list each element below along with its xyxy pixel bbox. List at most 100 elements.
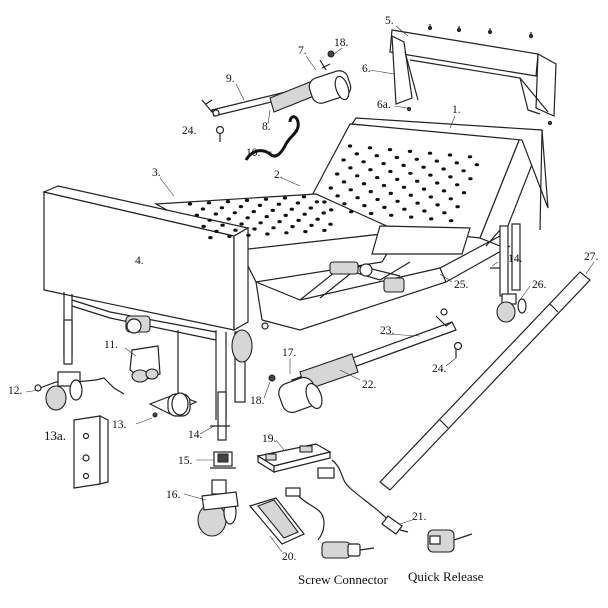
label-16: 16.: [166, 489, 181, 501]
deck-hole: [429, 217, 434, 221]
deck-hole: [434, 159, 439, 163]
deck-hole: [468, 177, 473, 181]
screw-connector: [321, 541, 375, 559]
deck-hole: [246, 233, 251, 237]
deck-hole: [407, 149, 413, 153]
deck-hole: [422, 209, 427, 213]
deck-hole: [354, 152, 359, 156]
extension-bar: [379, 271, 591, 491]
deck-hole: [349, 210, 354, 214]
deck-hole: [401, 185, 407, 189]
actuator-cable: [244, 115, 300, 161]
deck-hole: [427, 151, 433, 155]
deck-hole: [328, 186, 333, 190]
deck-hole: [342, 202, 347, 206]
deck-hole: [341, 180, 347, 184]
deck-hole: [368, 168, 373, 172]
label-13: 13.: [112, 419, 127, 431]
label-26: 26.: [532, 279, 547, 291]
label-8: 8.: [262, 121, 271, 133]
deck-hole: [225, 200, 231, 204]
deck-hole: [394, 155, 399, 160]
deck-hole: [375, 197, 380, 202]
deck-hole: [435, 181, 440, 185]
deck-hole: [448, 197, 453, 201]
part-labels: 5. 6. 6a. 1. 18. 7. 9. 8. 24. 10. 2. 3. …: [8, 15, 599, 563]
head-deck-holes: [322, 144, 479, 223]
label-11: 11.: [104, 339, 118, 351]
caption-screw-connector: Screw Connector: [298, 572, 389, 587]
foot-actuator-right: [268, 308, 463, 414]
label-19: 19.: [262, 433, 277, 445]
deck-hole: [219, 206, 225, 210]
deck-hole: [284, 231, 289, 235]
deck-hole: [322, 228, 327, 232]
quick-release-connector: [427, 529, 473, 553]
label-4: 4.: [135, 255, 144, 267]
label-3: 3.: [152, 167, 161, 179]
deck-hole: [226, 217, 231, 221]
label-13a: 13a.: [44, 428, 66, 443]
deck-hole: [206, 201, 212, 205]
deck-hole: [461, 191, 467, 195]
caster-clip: [210, 451, 236, 469]
label-17: 17.: [282, 347, 297, 359]
deck-hole: [455, 205, 460, 209]
hand-pendant: [248, 487, 325, 545]
label-27: 27.: [584, 251, 599, 263]
deck-hole: [321, 211, 326, 215]
corner-plate: [73, 415, 109, 489]
deck-hole: [408, 171, 413, 175]
deck-hole: [348, 166, 353, 170]
deck-hole: [232, 211, 237, 215]
deck-hole: [214, 229, 219, 233]
deck-hole: [263, 197, 269, 201]
foot-actuator: [148, 392, 198, 418]
deck-hole: [245, 216, 250, 220]
deck-hole: [435, 203, 440, 207]
deck-hole: [276, 202, 282, 206]
deck-hole: [283, 213, 288, 217]
deck-hole: [282, 196, 288, 200]
label-18-top: 18.: [334, 37, 349, 49]
deck-hole: [301, 195, 307, 199]
label-2: 2.: [274, 169, 283, 181]
deck-hole: [409, 215, 414, 219]
deck-hole: [207, 218, 212, 222]
caster-wheel: [197, 479, 239, 537]
label-21: 21.: [412, 511, 427, 523]
deck-hole: [401, 163, 406, 167]
deck-hole: [329, 208, 334, 212]
deck-hole: [295, 201, 301, 205]
deck-hole: [382, 205, 387, 209]
deck-hole: [368, 190, 373, 194]
deck-hole: [454, 161, 459, 165]
deck-hole: [315, 217, 320, 221]
deck-hole: [381, 162, 386, 166]
deck-hole: [347, 144, 353, 148]
deck-hole: [290, 225, 295, 229]
deck-hole: [421, 187, 427, 191]
deck-hole: [455, 183, 460, 187]
deck-hole: [375, 176, 380, 180]
deck-hole: [208, 236, 213, 240]
deck-hole: [402, 207, 407, 211]
deck-hole: [388, 169, 393, 174]
deck-hole: [302, 212, 307, 216]
deck-hole: [251, 210, 256, 214]
label-15: 15.: [178, 455, 193, 467]
deck-hole: [348, 188, 353, 192]
deck-hole: [271, 226, 276, 230]
deck-hole: [442, 211, 447, 215]
deck-hole: [387, 148, 393, 152]
deck-hole: [220, 223, 225, 227]
leader-lines: [25, 25, 595, 553]
control-box: [256, 443, 332, 474]
deck-hole: [355, 174, 360, 178]
deck-hole: [264, 215, 269, 219]
label-24-right: 24.: [432, 363, 447, 375]
power-cord: [317, 459, 409, 535]
deck-hole: [421, 165, 426, 169]
deck-hole: [388, 191, 393, 195]
deck-hole: [187, 202, 193, 206]
